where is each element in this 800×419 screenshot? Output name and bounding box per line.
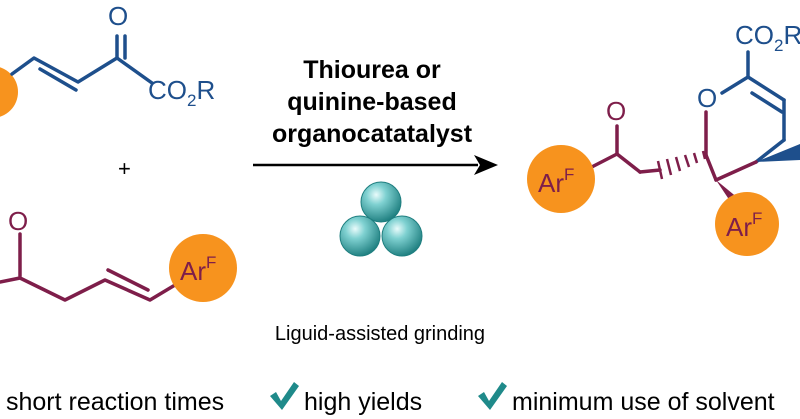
c4-wedge-bond	[756, 144, 800, 162]
catalyst-line-2: quinine-based	[287, 88, 456, 116]
reaction-arrow	[253, 155, 498, 175]
check-icon	[478, 382, 507, 410]
product-dihydropyran: CO2R O	[527, 20, 800, 256]
condition-label: Liguid-assisted grinding	[275, 323, 485, 345]
catalyst-line-1: Thiourea or	[303, 56, 441, 84]
benefit-minimum-solvent: minimum use of solvent	[512, 388, 775, 416]
aryl-circle	[169, 234, 237, 302]
catalyst-line-3: organocatatalyst	[272, 120, 473, 148]
benefit-high-yields: high yields	[304, 388, 422, 416]
aryl-bottom-label: ArF	[726, 209, 762, 242]
product-ester-label: CO2R	[735, 20, 800, 55]
catalyst-label: Thiourea or quinine-based organocatataly…	[272, 56, 473, 148]
benefits-row: short reaction times high yields minimum…	[6, 382, 775, 416]
ketone-oxygen-label: O	[108, 1, 128, 31]
aryl-f-label: ArF	[180, 253, 216, 286]
check-icon	[270, 382, 299, 410]
aryl-circle-partial	[0, 67, 18, 117]
reactant-enone-ester: O CO2R	[0, 1, 215, 117]
plus-sign: +	[118, 156, 131, 181]
ball-mill-icon	[339, 181, 423, 257]
ester-group-label: CO2R	[148, 75, 215, 110]
aryl-left-circle	[527, 145, 595, 213]
aryl-left-label: ArF	[538, 165, 574, 198]
aryl-bottom-circle	[715, 192, 779, 256]
reactant-enone-aryl: O ArF	[0, 206, 237, 302]
ring-oxygen-label: O	[697, 83, 717, 113]
c2-hash-bond	[656, 150, 707, 180]
benefit-short-reaction-times: short reaction times	[6, 388, 224, 416]
ketone-oxygen-label: O	[8, 206, 28, 236]
product-ketone-oxygen-label: O	[606, 96, 626, 126]
